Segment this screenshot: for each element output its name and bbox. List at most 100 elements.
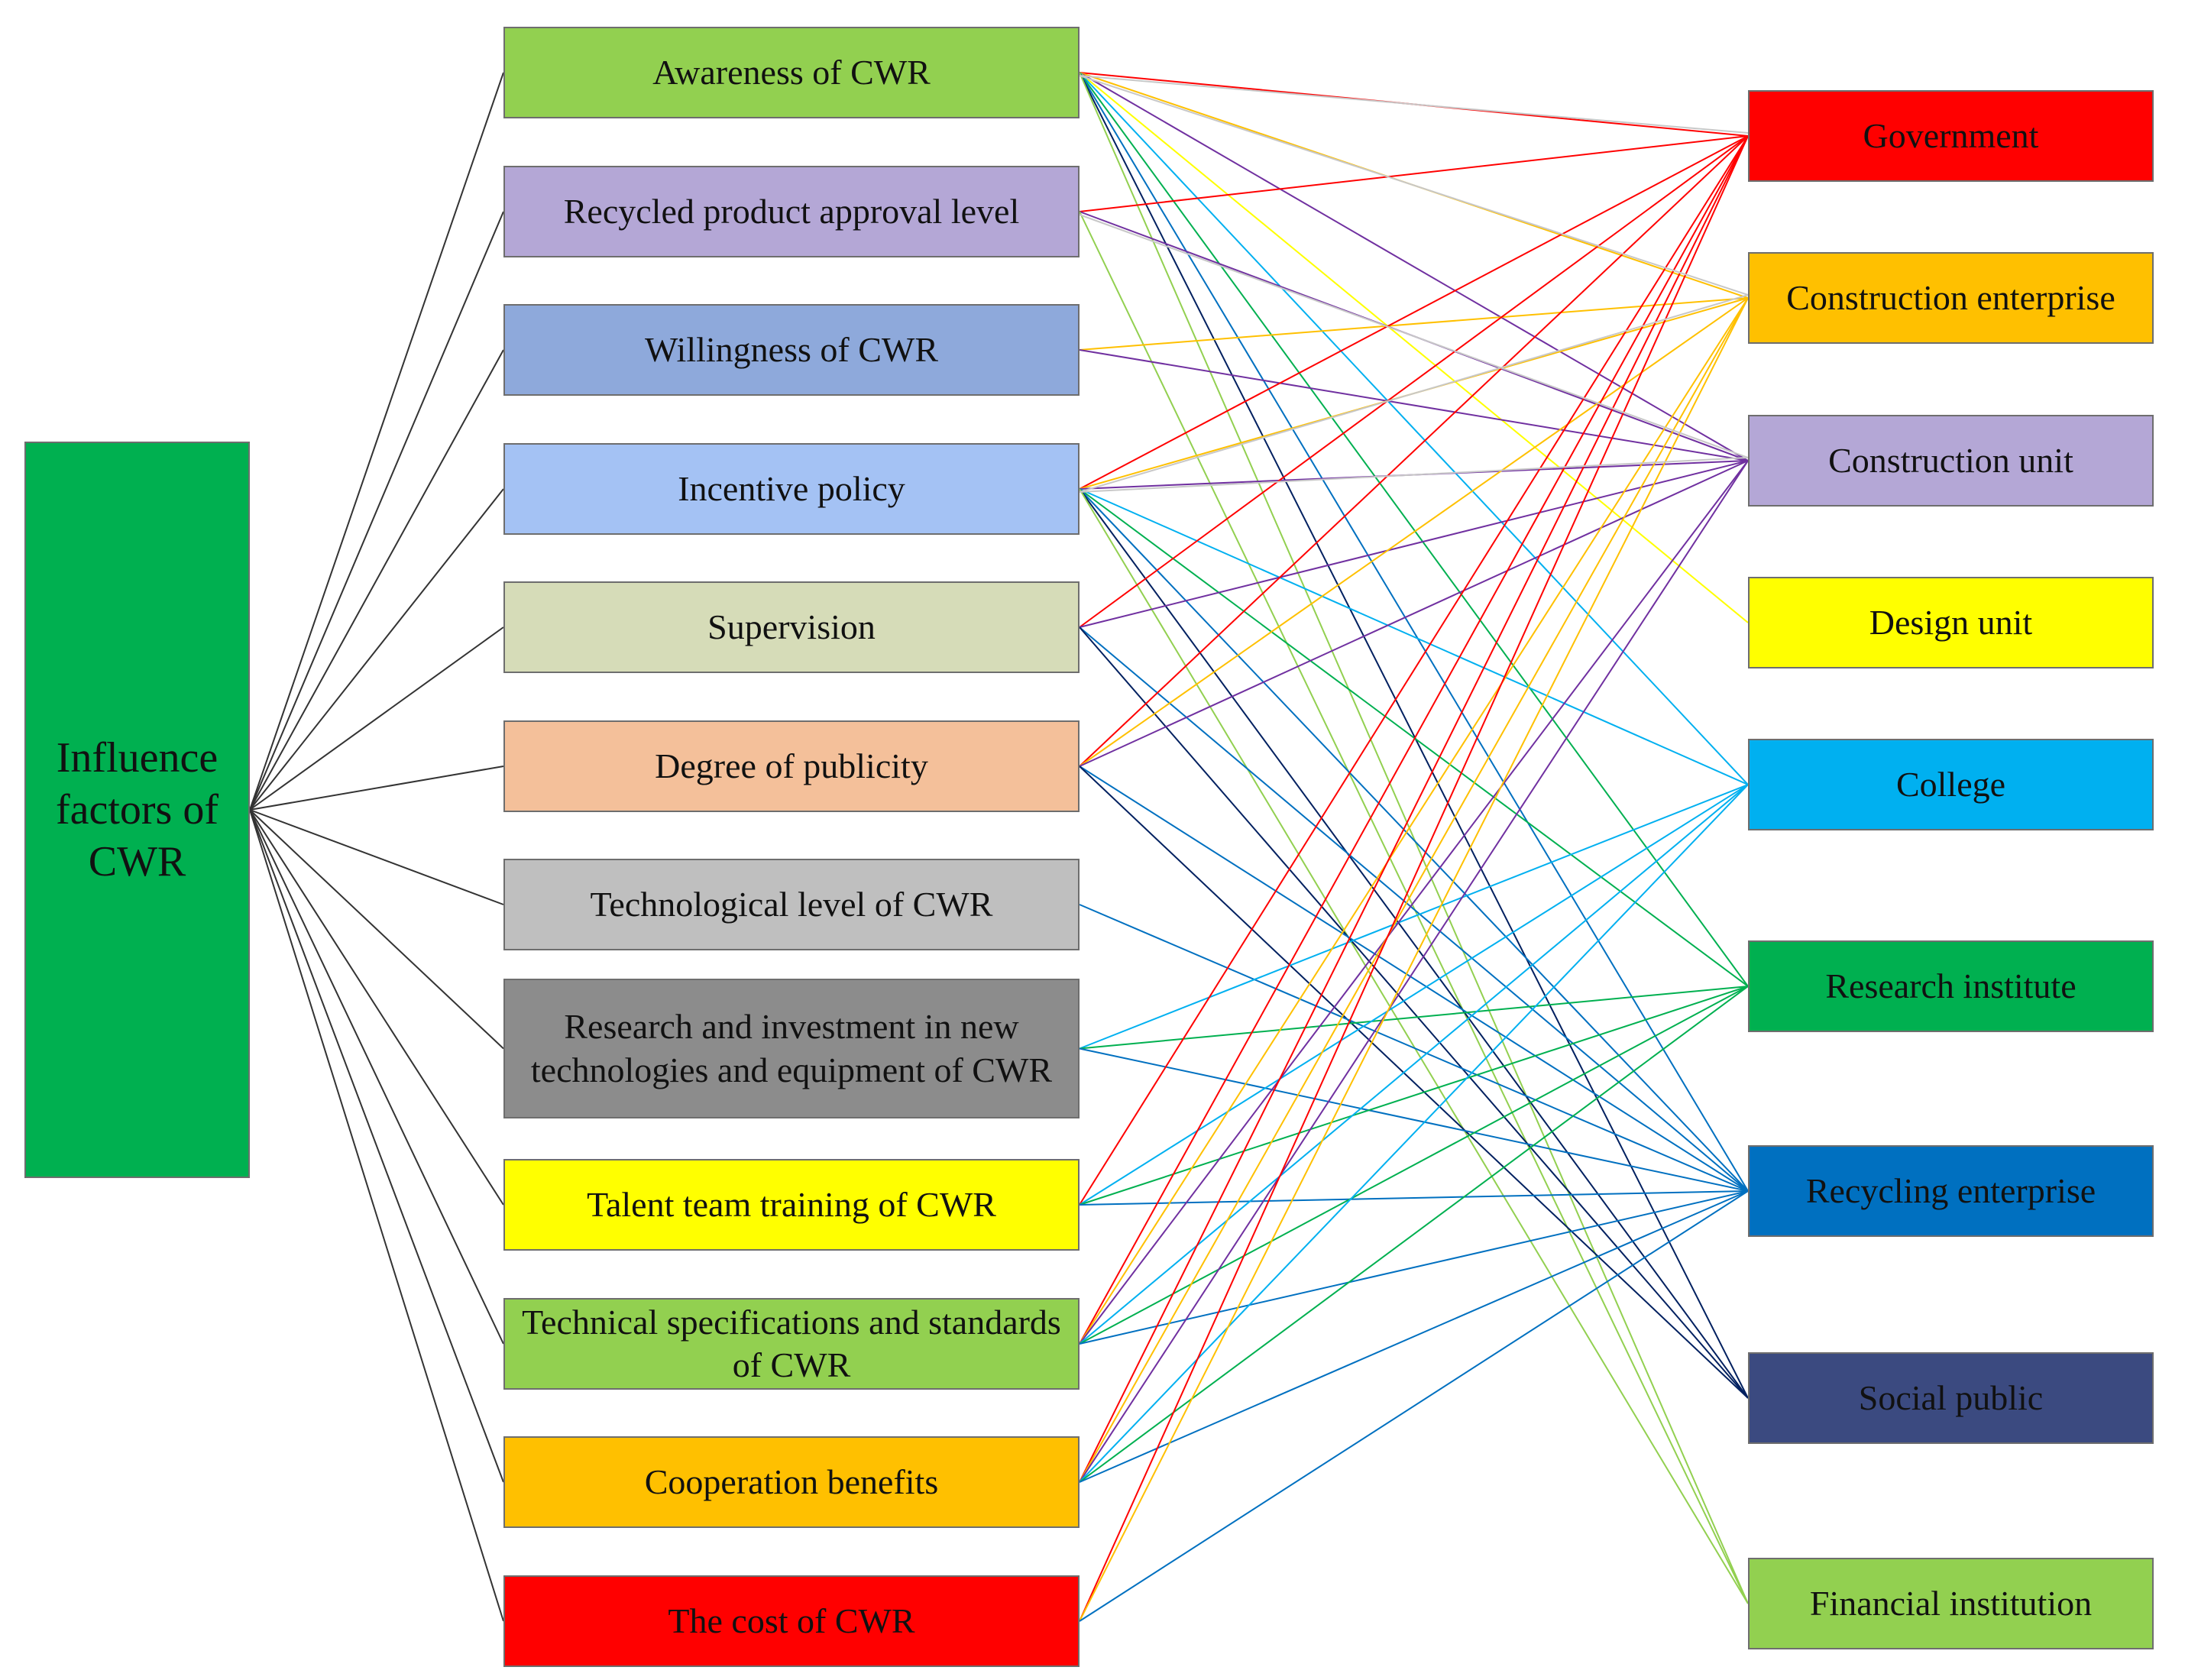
stakeholder-label: Social public <box>1858 1377 2044 1417</box>
factor-stakeholder-connector-line <box>1079 135 1749 490</box>
root-connector-line <box>249 809 504 1345</box>
factor-stakeholder-connector-line <box>1079 784 1749 1483</box>
stakeholder-label: Research institute <box>1825 966 2077 1005</box>
factor-stakeholder-connector-line <box>1079 626 1749 1192</box>
factor-stakeholder-connector-line <box>1079 1190 1749 1483</box>
factor-stakeholder-connector-line <box>1079 72 1749 461</box>
stakeholder-label: Construction unit <box>1828 440 2073 480</box>
factor-stakeholder-connector-line <box>1079 297 1749 1345</box>
factor-stakeholder-connector-line <box>1079 460 1749 1345</box>
factor-stakeholder-connector-line <box>1079 72 1749 1604</box>
stakeholder-research-institute: Research institute <box>1748 940 2154 1032</box>
stakeholder-label: Design unit <box>1869 602 2033 642</box>
factor-awareness: Awareness of CWR <box>503 27 1080 118</box>
factor-stakeholder-connector-line <box>1079 488 1749 785</box>
factor-stakeholder-connector-line <box>1079 904 1749 1192</box>
factor-stakeholder-connector-line <box>1079 784 1749 1206</box>
root-node: Influence factors of CWR <box>24 442 250 1178</box>
stakeholder-label: Construction enterprise <box>1786 277 2115 317</box>
factor-label: Technological level of CWR <box>590 884 993 924</box>
factor-stakeholder-connector-line <box>1079 297 1749 351</box>
root-connector-line <box>249 349 504 811</box>
factor-label: The cost of CWR <box>668 1601 915 1640</box>
stakeholder-construction-unit: Construction unit <box>1748 415 2154 507</box>
factor-label: Technical specifications and standards o… <box>522 1302 1061 1384</box>
root-connector-line <box>249 809 504 1206</box>
stakeholder-college: College <box>1748 739 2154 830</box>
auxiliary-connector-line <box>1079 294 1749 493</box>
factor-stakeholder-connector-line <box>1079 297 1749 1483</box>
factor-cooperation-benefits: Cooperation benefits <box>503 1436 1080 1528</box>
factor-label: Awareness of CWR <box>652 52 931 92</box>
auxiliary-connector-line <box>1079 214 1749 458</box>
factor-stakeholder-connector-line <box>1079 135 1749 628</box>
factor-stakeholder-connector-line <box>1079 766 1749 1192</box>
factor-degree-of-publicity: Degree of publicity <box>503 720 1080 812</box>
factor-label: Supervision <box>707 607 876 646</box>
factor-stakeholder-connector-line <box>1079 986 1749 1206</box>
factor-supervision: Supervision <box>503 581 1080 673</box>
stakeholder-label: College <box>1895 764 2006 804</box>
factor-label: Degree of publicity <box>655 746 928 785</box>
root-connector-line <box>249 809 504 1050</box>
factor-stakeholder-connector-line <box>1079 1047 1749 1192</box>
root-connector-line <box>249 626 504 811</box>
factor-cost: The cost of CWR <box>503 1575 1080 1667</box>
factor-label: Cooperation benefits <box>644 1462 939 1501</box>
factor-technological-level: Technological level of CWR <box>503 859 1080 950</box>
factor-stakeholder-connector-line <box>1079 1190 1749 1622</box>
factor-stakeholder-connector-line <box>1079 135 1749 212</box>
stakeholder-label: Financial institution <box>1809 1583 2093 1623</box>
factor-stakeholder-connector-line <box>1079 349 1749 461</box>
stakeholder-recycling-enterprise: Recycling enterprise <box>1748 1145 2154 1237</box>
stakeholder-label: Government <box>1863 115 2039 155</box>
factor-stakeholder-connector-line <box>1079 135 1749 1345</box>
factor-label: Willingness of CWR <box>644 329 938 369</box>
factor-research-investment: Research and investment in new technolog… <box>503 979 1080 1118</box>
factor-stakeholder-connector-line <box>1079 488 1749 1192</box>
factor-stakeholder-connector-line <box>1079 488 1749 1399</box>
root-connector-line <box>249 809 504 905</box>
factor-stakeholder-connector-line <box>1079 1190 1749 1206</box>
factor-stakeholder-connector-line <box>1079 784 1749 1050</box>
root-label: Influence factors of CWR <box>55 733 218 886</box>
factor-label: Research and investment in new technolog… <box>530 1007 1053 1089</box>
factor-stakeholder-connector-line <box>1079 626 1749 1399</box>
auxiliary-connector-line <box>1079 75 1749 296</box>
factor-stakeholder-connector-line <box>1079 135 1749 767</box>
factor-stakeholder-connector-line <box>1079 1190 1749 1345</box>
root-connector-line <box>249 488 504 811</box>
root-connector-line <box>249 72 504 811</box>
root-connector-line <box>249 809 504 1622</box>
factor-label: Recycled product approval level <box>563 191 1020 231</box>
factor-incentive-policy: Incentive policy <box>503 443 1080 535</box>
factor-label: Incentive policy <box>678 468 905 508</box>
factor-stakeholder-connector-line <box>1079 135 1749 1622</box>
factor-talent-team-training: Talent team training of CWR <box>503 1159 1080 1251</box>
root-connector-line <box>249 809 504 1483</box>
factor-willingness: Willingness of CWR <box>503 304 1080 396</box>
factor-stakeholder-connector-line <box>1079 297 1749 767</box>
stakeholder-social-public: Social public <box>1748 1352 2154 1444</box>
factor-stakeholder-connector-line <box>1079 460 1749 767</box>
factor-stakeholder-connector-line <box>1079 72 1749 623</box>
root-connector-line <box>249 766 504 811</box>
factor-stakeholder-connector-line <box>1079 72 1749 785</box>
factor-stakeholder-connector-line <box>1079 135 1749 1206</box>
factor-recycled-product-approval: Recycled product approval level <box>503 166 1080 257</box>
factor-stakeholder-connector-line <box>1079 784 1749 1345</box>
factor-stakeholder-connector-line <box>1079 72 1749 1399</box>
stakeholder-label: Recycling enterprise <box>1805 1170 2096 1210</box>
factor-stakeholder-connector-line <box>1079 488 1749 987</box>
factor-technical-specifications: Technical specifications and standards o… <box>503 1298 1080 1390</box>
root-connector-line <box>249 211 504 811</box>
factor-stakeholder-connector-line <box>1079 986 1749 1050</box>
factor-stakeholder-connector-line <box>1079 460 1749 628</box>
factor-stakeholder-connector-line <box>1079 766 1749 1399</box>
stakeholder-construction-enterprise: Construction enterprise <box>1748 252 2154 344</box>
stakeholder-financial-institution: Financial institution <box>1748 1558 2154 1649</box>
factor-stakeholder-connector-line <box>1079 72 1749 987</box>
factor-label: Talent team training of CWR <box>587 1184 996 1224</box>
